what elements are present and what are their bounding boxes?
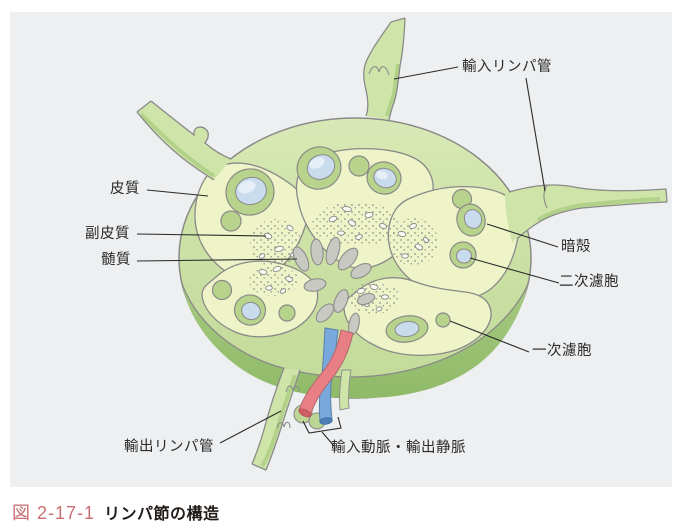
leader-efferent [219, 410, 282, 444]
leader-afferent-right [525, 77, 546, 192]
vessel-sliver [339, 369, 352, 411]
leader-cortex [146, 189, 209, 197]
artery-vein-bracket [302, 416, 342, 434]
leader-secondary-follicle [469, 257, 560, 284]
valve-mark [368, 66, 390, 76]
afferent-vessel-top [363, 17, 406, 121]
label-afferent-lymphatic: 輸入リンパ管 [462, 59, 552, 75]
label-secondary-follicle: 二次濾胞 [559, 274, 619, 290]
label-medulla: 髄質 [101, 252, 131, 268]
leader-artery-vein [321, 431, 335, 447]
label-efferent-lymphatic: 輸出リンパ管 [124, 439, 214, 455]
efferent-vessel [251, 367, 301, 471]
germinal-centers [235, 154, 483, 338]
paracortex-stipple [249, 202, 438, 314]
afferent-vessel-left [136, 100, 232, 181]
leader-primary-follicle [449, 320, 530, 353]
node-underside [181, 283, 529, 399]
caption-number: 図 2-17-1 [12, 503, 96, 523]
label-primary-follicle: 一次濾胞 [532, 343, 592, 359]
label-paracortex: 副皮質 [85, 226, 130, 242]
afferent-vessel-right [505, 184, 668, 242]
figure-caption: 図 2-17-1 リンパ節の構造 [12, 499, 220, 525]
caption-title: リンパ節の構造 [104, 506, 220, 523]
leader-dark-shell [486, 223, 559, 248]
primary-follicle-target [435, 312, 451, 328]
leader-paracortex [136, 233, 267, 237]
label-cortex: 皮質 [110, 181, 140, 197]
leader-lines [136, 66, 560, 447]
valve-mark [276, 385, 300, 429]
valve-mark [543, 184, 548, 209]
label-artery-vein: 輸入動脈・輸出静脈 [331, 440, 466, 456]
label-dark-shell: 暗殻 [561, 239, 591, 255]
artery [298, 329, 354, 418]
leader-medulla [136, 258, 298, 262]
medulla-cords [292, 236, 376, 336]
leader-afferent-top [393, 66, 459, 80]
